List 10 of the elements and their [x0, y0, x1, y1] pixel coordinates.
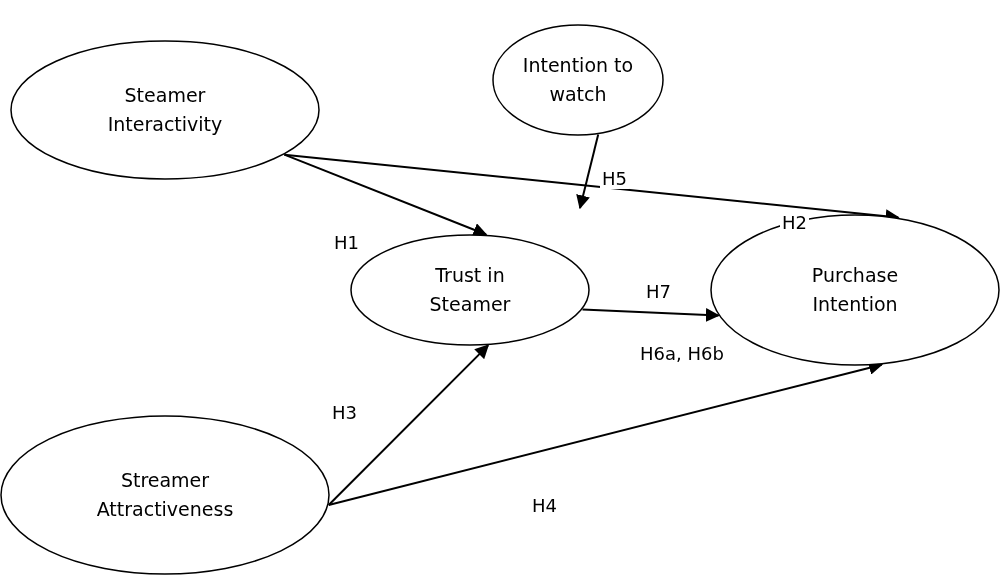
hypothesis-label: H6a, H6b — [638, 343, 726, 364]
arrow — [581, 308, 720, 322]
construct-label: Intention to watch — [521, 53, 635, 107]
construct-label: Steamer Interactivity — [106, 83, 224, 137]
construct-label: Streamer Attractiveness — [95, 468, 235, 522]
construct-label: Purchase Intention — [810, 263, 900, 317]
arrow — [327, 344, 490, 506]
arrow — [576, 133, 600, 210]
arrow — [283, 153, 488, 237]
construct-label: Trust in Steamer — [428, 263, 512, 317]
